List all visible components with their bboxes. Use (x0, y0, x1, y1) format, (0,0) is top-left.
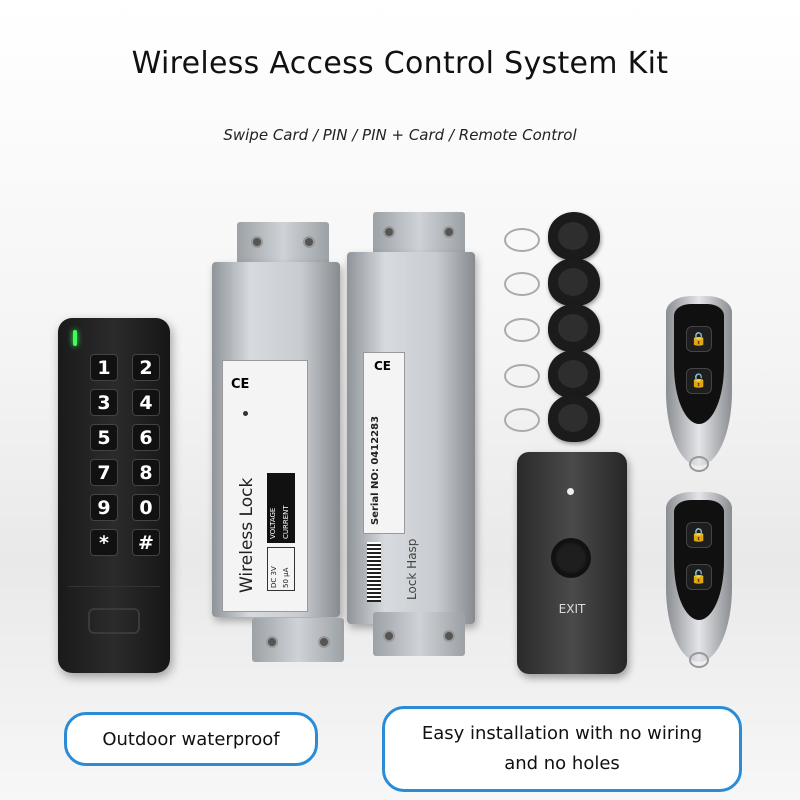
key-0: 0 (132, 494, 160, 521)
status-led (73, 330, 77, 346)
rfid-tag-icon (548, 304, 600, 352)
remote-face: 🔒 🔓 (674, 304, 724, 424)
screw-icon (383, 630, 395, 642)
page-title: Wireless Access Control System Kit (131, 46, 669, 81)
key-7: 7 (90, 459, 118, 486)
remote-control: 🔒 🔓 (666, 492, 732, 668)
exit-label: EXIT (558, 602, 586, 616)
page-subtitle: Swipe Card / PIN / PIN + Card / Remote C… (223, 126, 577, 144)
key-ring-icon (504, 228, 540, 252)
spec-label-current: CURRENT (282, 505, 290, 539)
screw-icon (251, 236, 263, 248)
key-5: 5 (90, 424, 118, 451)
keypad-grid: 1 2 3 4 5 6 7 8 9 0 * # (90, 354, 160, 556)
screw-icon (443, 630, 455, 642)
screw-icon (443, 226, 455, 238)
lock-label-panel: CE Wireless Lock VOLTAGE CURRENT DC 3V 5… (222, 360, 308, 612)
remote-face: 🔒 🔓 (674, 500, 724, 620)
remote-control: 🔒 🔓 (666, 296, 732, 472)
key-ring-icon (504, 318, 540, 342)
spec-value-current: 50 μA (282, 567, 290, 588)
feature-waterproof-text: Outdoor waterproof (102, 728, 280, 750)
screw-icon (303, 236, 315, 248)
screw-icon (266, 636, 278, 648)
spec-values: DC 3V 50 μA (267, 547, 295, 591)
hasp-label-panel: CE Serial NO: 0412283 (363, 352, 405, 534)
hasp-name: Lock Hasp (405, 538, 419, 600)
hasp-body: CE Serial NO: 0412283 Lock Hasp (347, 252, 475, 624)
key-6: 6 (132, 424, 160, 451)
indicator-dot (567, 488, 574, 495)
rfid-tag-icon (548, 394, 600, 442)
key-ring-icon (504, 364, 540, 388)
key-8: 8 (132, 459, 160, 486)
exit-push-button (551, 538, 591, 578)
spec-label-voltage: VOLTAGE (269, 507, 277, 539)
key-ring-icon (689, 456, 709, 472)
lock-bracket-top (373, 212, 465, 256)
key-ring-icon (689, 652, 709, 668)
feature-installation-line1: Easy installation with no wiring (421, 723, 703, 744)
rfid-tag-icon (548, 258, 600, 306)
feature-installation: Easy installation with no wiring and no … (382, 706, 742, 792)
screw-icon (318, 636, 330, 648)
key-9: 9 (90, 494, 118, 521)
lock-bracket-bottom (252, 618, 344, 662)
rfid-tag-icon (548, 212, 600, 260)
key-star: * (90, 529, 118, 556)
lock-name: Wireless Lock (237, 477, 257, 593)
lock-icon: 🔒 (686, 522, 712, 548)
rfid-tag-icon (548, 350, 600, 398)
unlock-icon: 🔓 (686, 368, 712, 394)
indicator-dot (243, 411, 248, 416)
lock-bracket-bottom (373, 612, 465, 656)
serial-number: Serial NO: 0412283 (370, 415, 381, 525)
ce-mark: CE (374, 359, 392, 373)
key-1: 1 (90, 354, 118, 381)
screw-icon (383, 226, 395, 238)
spec-table: VOLTAGE CURRENT (267, 473, 295, 543)
key-3: 3 (90, 389, 118, 416)
spec-value-voltage: DC 3V (270, 566, 278, 588)
feature-installation-line2: and no holes (504, 753, 620, 774)
key-hash: # (132, 529, 160, 556)
key-ring-icon (504, 408, 540, 432)
keypad-reader: 1 2 3 4 5 6 7 8 9 0 * # (58, 318, 170, 673)
ce-mark: CE (231, 377, 250, 392)
lock-body: CE Wireless Lock VOLTAGE CURRENT DC 3V 5… (212, 262, 340, 617)
divider (68, 586, 160, 587)
barcode (367, 542, 381, 602)
key-4: 4 (132, 389, 160, 416)
card-reader-area (88, 608, 140, 634)
feature-waterproof: Outdoor waterproof (64, 712, 318, 766)
lock-icon: 🔒 (686, 326, 712, 352)
key-ring-icon (504, 272, 540, 296)
unlock-icon: 🔓 (686, 564, 712, 590)
lock-bracket-top (237, 222, 329, 266)
exit-button-device: EXIT (517, 452, 627, 674)
key-2: 2 (132, 354, 160, 381)
